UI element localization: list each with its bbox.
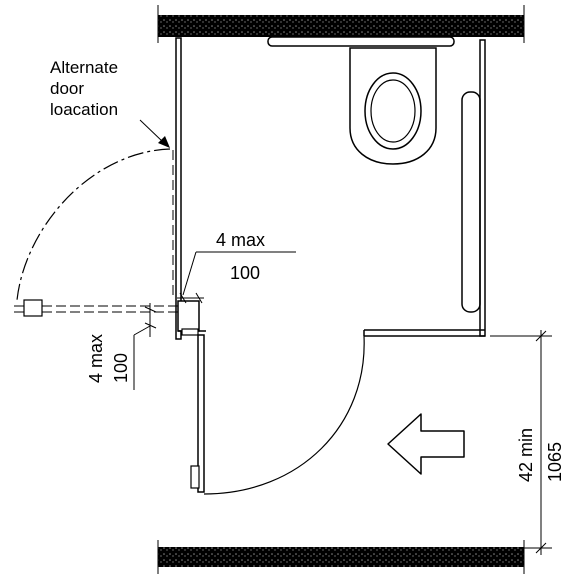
alternate-leader [139,119,170,148]
approach-arrow [387,413,465,475]
min-clearance-dimension [490,330,552,555]
top-max-value: 4 max [216,230,265,250]
door-latch [190,465,200,489]
alternate-label-line1: Alternate [50,58,118,77]
alternate-label-line3: loacation [50,100,118,119]
top-max-metric: 100 [230,263,260,283]
min-clearance-value: 42 min [516,428,536,482]
alternate-door-latch [23,299,43,317]
left-max-dimension [133,303,157,390]
toilet [349,47,437,165]
alternate-door [14,148,178,317]
left-max-metric: 100 [111,353,131,383]
top-wall [157,5,525,43]
side-grab-bar [461,91,481,313]
door-jamb [177,300,206,336]
top-max-dimension [177,251,296,304]
left-max-value: 4 max [86,334,106,383]
left-partition [172,37,182,340]
bottom-wall [157,540,525,574]
alternate-label-line2: door [50,79,84,98]
min-clearance-metric: 1065 [545,442,565,482]
stall-door [190,334,365,495]
rear-grab-bar [267,36,455,47]
